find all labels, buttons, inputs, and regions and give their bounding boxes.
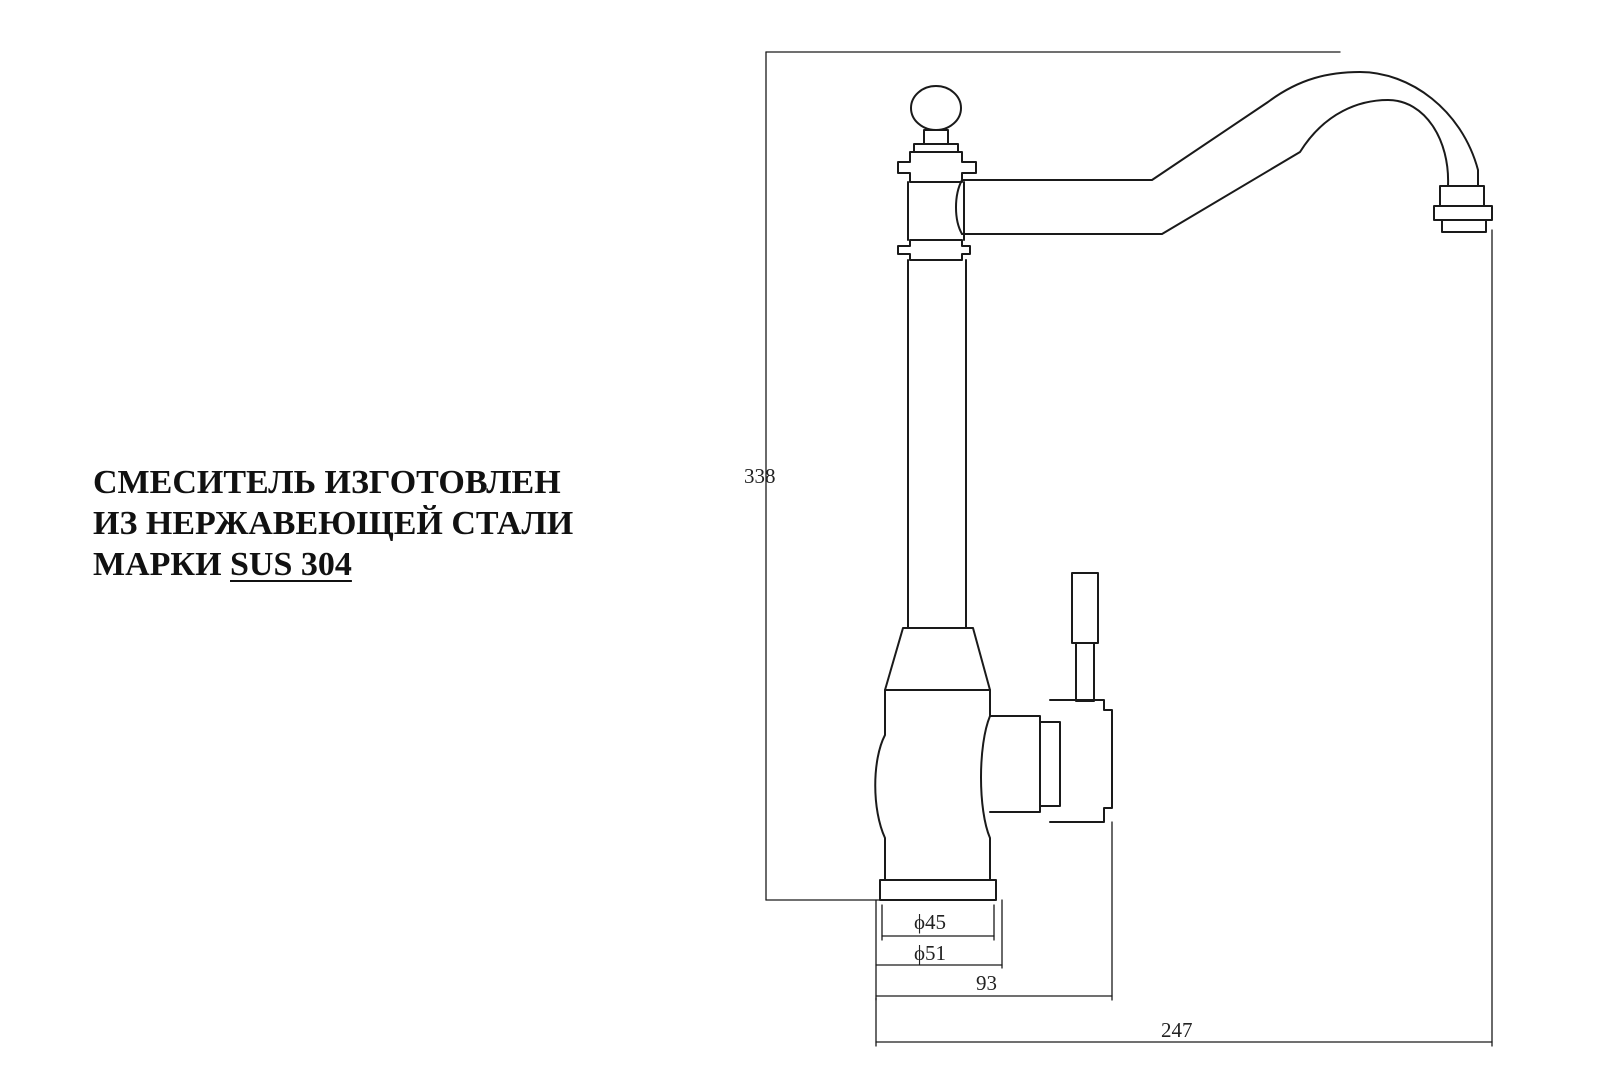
caption-line-3: МАРКИ SUS 304 bbox=[93, 544, 573, 585]
dimension-lines bbox=[765, 51, 1493, 1047]
cartridge-housing bbox=[989, 699, 1113, 823]
top-knob bbox=[910, 85, 962, 153]
dim-inner-diameter-label: ϕ45 bbox=[914, 910, 946, 934]
steel-grade: SUS 304 bbox=[230, 546, 352, 583]
handle bbox=[1071, 572, 1099, 702]
dim-outer-diameter-label: ϕ51 bbox=[914, 941, 946, 965]
spout bbox=[955, 71, 1493, 235]
caption-line-3-prefix: МАРКИ bbox=[93, 546, 231, 583]
caption-line-2: ИЗ НЕРЖАВЕЮЩЕЙ СТАЛИ bbox=[93, 505, 574, 542]
dim-total-reach-label: 247 bbox=[1161, 1018, 1193, 1042]
column bbox=[907, 181, 967, 629]
top-collar bbox=[897, 151, 977, 183]
mid-collar bbox=[897, 239, 971, 261]
body bbox=[874, 689, 997, 901]
dim-height-label: 338 bbox=[744, 464, 776, 488]
dim-base-to-handle-label: 93 bbox=[976, 971, 997, 995]
material-caption: СМЕСИТЕЛЬ ИЗГОТОВЛЕН ИЗ НЕРЖАВЕЮЩЕЙ СТАЛ… bbox=[93, 462, 573, 585]
caption-line-1: СМЕСИТЕЛЬ ИЗГОТОВЛЕН bbox=[93, 464, 561, 501]
transition-cone bbox=[884, 627, 991, 691]
